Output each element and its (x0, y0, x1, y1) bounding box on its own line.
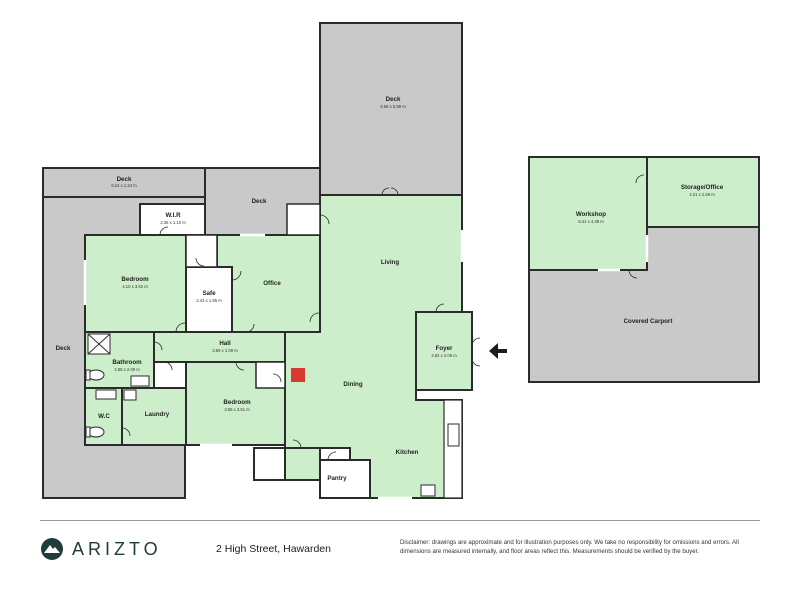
dim-foyer: 2.82 x 2.05 m (431, 353, 457, 358)
label-hall: Hall (219, 340, 231, 347)
label-safe: Safe (202, 290, 216, 297)
label-deck-left: Deck (117, 176, 132, 183)
door-pantry (327, 451, 337, 461)
dim-deck-top: 6.58 x 5.99 m (380, 104, 406, 109)
door-dining-passage (292, 439, 302, 449)
door-deck-top (381, 187, 399, 196)
mountain-logo-icon (41, 538, 63, 560)
door-wir (159, 226, 169, 236)
label-living: Living (381, 259, 399, 266)
wc-basin-icon (95, 389, 117, 400)
dim-storage-office: 4.21 x 2.59 m (689, 192, 715, 197)
door-living-foyer (435, 303, 445, 313)
brand-name: ARIZTO (72, 538, 162, 559)
dim-bedroom-1: 4.10 x 3.62 m (122, 284, 148, 289)
door-office (309, 312, 320, 323)
label-workshop: Workshop (576, 211, 606, 218)
label-foyer: Foyer (436, 345, 453, 352)
deck-top-area (319, 22, 463, 196)
deck-storage (286, 203, 321, 236)
dim-hall: 3.69 x 1.09 m (212, 348, 238, 353)
dim-bedroom-2: 3.69 x 3.51 m (224, 407, 250, 412)
label-dining: Dining (343, 381, 362, 388)
door-bedroom1 (175, 322, 186, 333)
dim-wir: 2.35 x 1.10 m (160, 220, 186, 225)
door-bedroom2 (272, 373, 282, 383)
safe-area (185, 266, 233, 333)
footer-divider (40, 520, 760, 521)
wc-cistern-icon (85, 426, 91, 438)
door-workshop (635, 174, 645, 184)
vanity-icon (130, 375, 150, 387)
doors (121, 174, 645, 461)
wir-area (139, 203, 206, 236)
kitchen-bench (443, 399, 463, 499)
workshop-area (528, 156, 648, 271)
dim-deck-left: 6.24 x 1.24 m (111, 183, 137, 188)
label-wc: W.C (98, 413, 110, 420)
label-deck-side: Deck (56, 345, 71, 352)
kitchen-sink-icon (447, 423, 460, 447)
dim-workshop: 6.41 x 4.39 m (578, 219, 604, 224)
door-wc (121, 427, 131, 437)
disclaimer-text: Disclaimer: drawings are approximate and… (400, 539, 739, 555)
label-bathroom: Bathroom (112, 359, 142, 366)
linen-cupboard (185, 234, 218, 268)
label-kitchen: Kitchen (396, 449, 419, 456)
fixtures (85, 333, 460, 497)
entry-step-area (253, 447, 286, 481)
toilet-cistern-icon (85, 369, 91, 381)
label-bedroom-2: Bedroom (223, 399, 251, 406)
property-address: 2 High Street, Hawarden (216, 543, 331, 555)
entry-passage-area (284, 447, 321, 481)
foyer-area (415, 311, 473, 391)
label-deck-mid: Deck (252, 198, 267, 205)
label-carport: Covered Carport (624, 318, 673, 325)
label-bedroom-1: Bedroom (121, 276, 149, 283)
outbuilding (528, 156, 760, 383)
windows (83, 230, 649, 500)
brand-logo: ARIZTO (40, 537, 162, 561)
door-linen (195, 257, 205, 267)
label-wir: W.I.R (165, 212, 181, 219)
cooktop-icon (420, 484, 436, 497)
interior-rooms (84, 194, 473, 499)
door-foyer-front (471, 337, 481, 367)
door-hall-top (245, 323, 255, 333)
room-labels: Deck 6.58 x 5.99 m Deck 6.24 x 1.24 m De… (56, 96, 724, 482)
label-deck-top: Deck (386, 96, 401, 103)
door-deck-storage (319, 214, 330, 225)
door-workshop-carport (628, 269, 638, 279)
hall-area (153, 331, 286, 363)
label-laundry: Laundry (145, 411, 170, 418)
label-pantry: Pantry (327, 475, 347, 482)
door-hall-bottom (235, 361, 245, 371)
door-bathroom (153, 341, 163, 351)
laundry-tub-icon (123, 389, 137, 401)
shower-drain-icon (87, 333, 111, 355)
door-safe (231, 270, 242, 281)
door-laundry (163, 361, 173, 371)
stair-marker (291, 368, 305, 382)
entry-arrow-icon (489, 343, 507, 359)
dim-bathroom: 2.85 x 2.09 m (114, 367, 140, 372)
label-office: Office (263, 280, 281, 287)
storage-office-area (646, 156, 760, 228)
dim-safe: 2.43 x 1.85 m (196, 298, 222, 303)
label-storage-office: Storage/Office (681, 184, 724, 191)
hall-cupboard (255, 361, 286, 389)
